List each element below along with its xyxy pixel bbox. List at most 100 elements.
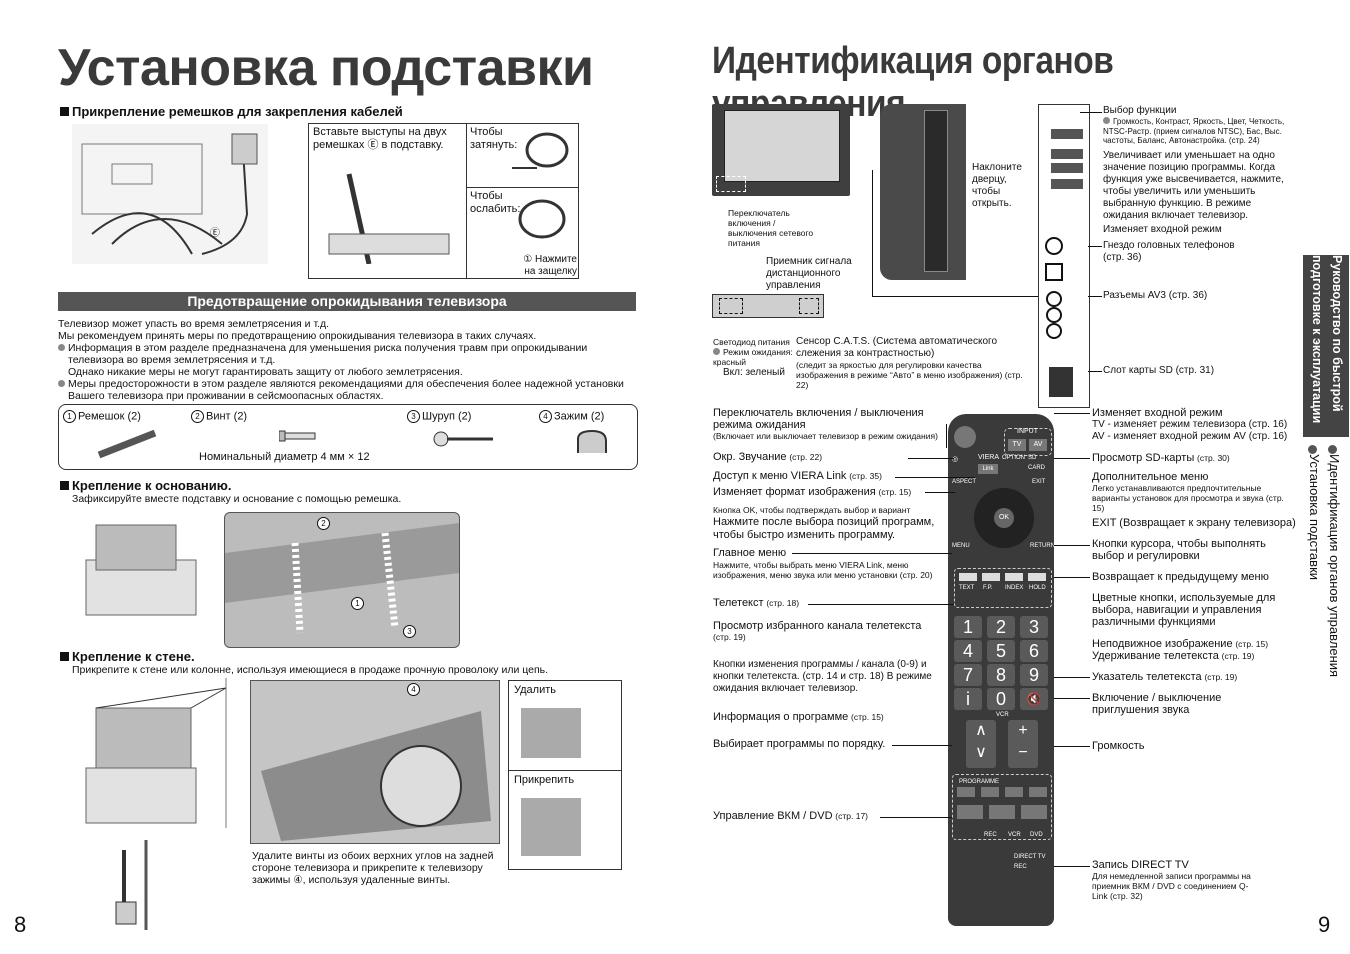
- tv-input-button[interactable]: TV: [1008, 439, 1026, 451]
- func-button[interactable]: [1051, 129, 1083, 139]
- direct-tv-rec-button[interactable]: DIRECT TV REC: [1014, 854, 1046, 870]
- aspect-button[interactable]: ASPECT: [952, 479, 977, 485]
- leader-menu: [792, 553, 952, 554]
- ok-button[interactable]: OK: [994, 508, 1014, 528]
- sensor-marker: [799, 298, 819, 314]
- sd-card-button[interactable]: SD CARD: [1028, 455, 1046, 471]
- power-led-info: Светодиод питания Режим ожидания: красны…: [713, 337, 793, 378]
- return-button[interactable]: RETURN: [1030, 543, 1055, 549]
- av-input-button[interactable]: AV: [1029, 439, 1047, 451]
- sd-card-slot[interactable]: [1049, 367, 1073, 397]
- standby-button[interactable]: [954, 426, 976, 448]
- info-button[interactable]: i: [954, 688, 982, 710]
- av3-s-video[interactable]: [1045, 263, 1063, 281]
- strap-tighten-drawing: [512, 132, 569, 169]
- leader-func: [1080, 112, 1102, 113]
- page-title-right: Идентификация органов управления: [712, 40, 1114, 125]
- prog-down-button[interactable]: [957, 787, 975, 797]
- key-5[interactable]: 5: [987, 640, 1015, 662]
- blue-button[interactable]: [1028, 573, 1046, 581]
- input-button[interactable]: [1051, 179, 1083, 189]
- strap-insert-text: Вставьте выступы на двух ремешках Ⓔ в по…: [313, 126, 447, 151]
- up-button[interactable]: [1051, 163, 1083, 173]
- callout-3: 3: [403, 625, 416, 638]
- dvd-button[interactable]: DVD: [1030, 832, 1043, 838]
- vcr-button[interactable]: VCR: [1008, 832, 1021, 838]
- leader-aspect: [925, 492, 955, 493]
- rec-button[interactable]: REC: [984, 832, 997, 838]
- text-button[interactable]: TEXT: [959, 585, 975, 591]
- menu-button[interactable]: MENU: [952, 543, 970, 549]
- callout-1: 1: [351, 597, 364, 610]
- key-4[interactable]: 4: [954, 640, 982, 662]
- programme-updown[interactable]: ∧∨: [966, 720, 996, 768]
- leader-input: [1054, 413, 1090, 414]
- fp-button[interactable]: F.P.: [983, 585, 993, 591]
- ffwd-button[interactable]: [1029, 787, 1047, 797]
- leader-standby: [946, 424, 947, 448]
- yellow-button[interactable]: [1005, 573, 1023, 581]
- tv-remote-receiver-label: Приемник сигнала дистанционного управлен…: [766, 256, 852, 291]
- key-0[interactable]: 0: [987, 688, 1015, 710]
- rr-volume: Громкость: [1092, 740, 1145, 752]
- wall-note: Удалите винты из обоих верхних углов на …: [252, 850, 494, 886]
- headphone-label: Гнездо головных телефонов (стр. 36): [1103, 240, 1235, 263]
- rl-vcr-dvd: Управление ВКМ / DVD (стр. 17): [713, 810, 869, 822]
- pause-button[interactable]: [989, 805, 1015, 819]
- surround-button[interactable]: ◎: [952, 456, 959, 463]
- tv-side-panel: [1038, 104, 1090, 408]
- updown-label: Увеличивает или уменьшает на одно значен…: [1103, 150, 1284, 221]
- play-button[interactable]: [1021, 805, 1047, 819]
- attach-drawing: [521, 798, 581, 856]
- wall-mount-drawing: [85, 678, 227, 828]
- sidebar-tab: Руководство по быстрой подготовке к эксп…: [1303, 255, 1349, 815]
- leader-mute: [1054, 698, 1090, 699]
- key-9[interactable]: 9: [1020, 664, 1048, 686]
- strap-tighten-text: Чтобы затянуть:: [470, 126, 518, 151]
- headphone-jack[interactable]: [1045, 237, 1063, 255]
- mute-button[interactable]: 🔇: [1020, 688, 1048, 710]
- index-button[interactable]: INDEX: [1005, 585, 1024, 591]
- key-3[interactable]: 3: [1020, 616, 1048, 638]
- av3-audio-r[interactable]: [1046, 323, 1062, 339]
- figure-clamp-attach: 4: [250, 680, 500, 844]
- viera-link-button[interactable]: Link: [978, 464, 998, 474]
- tip-prevention-text: Телевизор может упасть во время землетря…: [58, 318, 624, 402]
- red-button[interactable]: [959, 573, 977, 581]
- rl-fp: Просмотр избранного канала телетекста(ст…: [713, 620, 922, 642]
- hold-button[interactable]: HOLD: [1029, 585, 1046, 591]
- key-6[interactable]: 6: [1020, 640, 1048, 662]
- av3-video[interactable]: [1046, 291, 1062, 307]
- leader-cursor: [1054, 545, 1090, 546]
- key-7[interactable]: 7: [954, 664, 982, 686]
- remote-control: INPUT TV AV ◎ VIERA Link OPTION SD CARD …: [948, 414, 1055, 926]
- rr-mute: Включение / выключение приглушения звука: [1092, 692, 1222, 716]
- prog-up-button[interactable]: [981, 787, 999, 797]
- cursor-pad[interactable]: OK: [974, 488, 1034, 548]
- rr-cursor: Кнопки курсора, чтобы выполнять выбор и …: [1092, 538, 1266, 562]
- leader-direct: [1054, 866, 1090, 867]
- input-mode-label: Изменяет входной режим: [1103, 224, 1222, 235]
- section-bar-tip-prevention: Предотвращение опрокидывания телевизора: [58, 292, 636, 311]
- key-8[interactable]: 8: [987, 664, 1015, 686]
- section-heading-wall: Крепление к стене.: [60, 649, 195, 664]
- green-button[interactable]: [982, 573, 1000, 581]
- exit-button[interactable]: EXIT: [1032, 479, 1046, 485]
- av3-audio-l[interactable]: [1046, 307, 1062, 323]
- strap-insert-drawing: [328, 173, 450, 265]
- volume-updown[interactable]: +−: [1008, 720, 1038, 768]
- clamp-part-icon: [577, 429, 607, 453]
- leader-side: [872, 170, 873, 296]
- key-2[interactable]: 2: [987, 616, 1015, 638]
- stop-button[interactable]: [957, 805, 983, 819]
- leader-index: [1054, 677, 1090, 678]
- option-button[interactable]: OPTION: [1002, 455, 1026, 461]
- rl-prog: Выбирает программы по порядку.: [713, 738, 886, 750]
- rewind-button[interactable]: [1005, 787, 1023, 797]
- down-button[interactable]: [1051, 149, 1083, 159]
- key-1[interactable]: 1: [954, 616, 982, 638]
- vcr-label: VCR: [996, 712, 1009, 718]
